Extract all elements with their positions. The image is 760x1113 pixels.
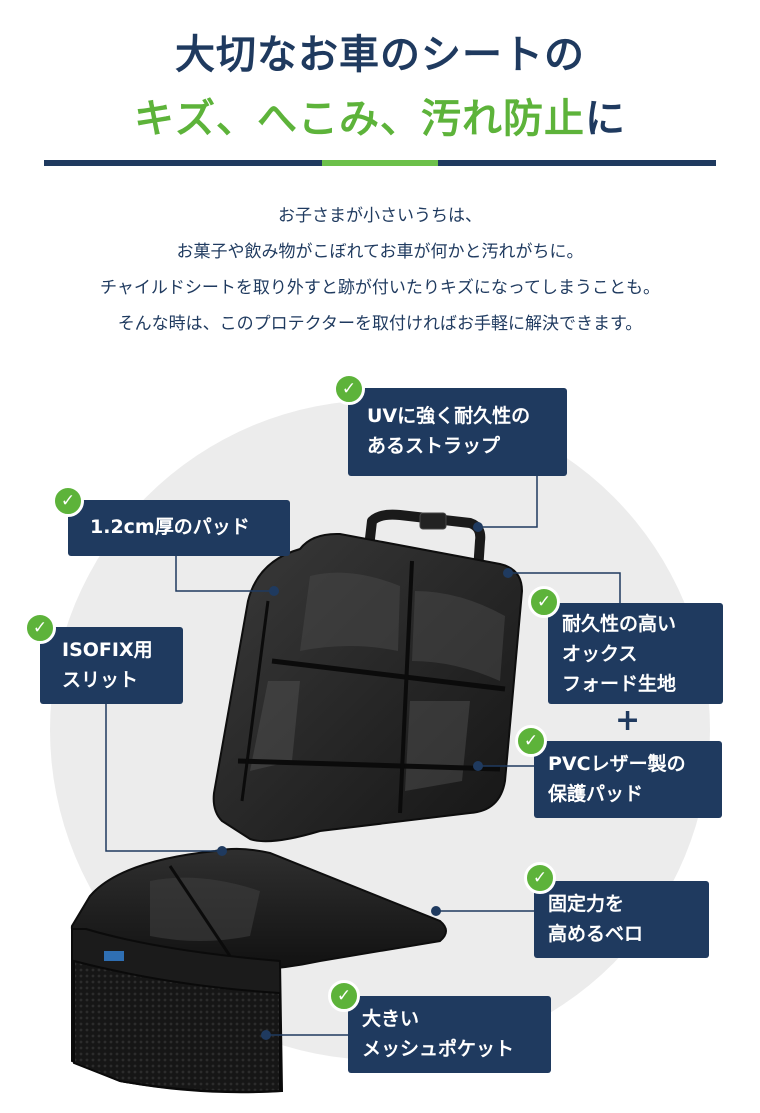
callout-isofix: ISOFIX用 スリット: [40, 627, 183, 704]
pointer-dot: [261, 1030, 271, 1040]
callout-pad: 1.2cm厚のパッド: [68, 500, 290, 556]
callout-fabric-line2: オックス: [562, 643, 638, 665]
backrest-seam: [398, 560, 414, 814]
divider-left: [44, 160, 322, 166]
plus-sign: +: [615, 703, 641, 738]
seat-panel: [150, 877, 260, 941]
intro-line: お子さまが小さいうちは、: [278, 206, 482, 226]
callout-strap-line2: あるストラップ: [367, 435, 501, 457]
callout-isofix-line2: スリット: [62, 669, 139, 691]
callout-isofix-line1: ISOFIX用: [62, 639, 153, 661]
strap-buckle: [419, 512, 447, 530]
callout-fabric-line3: フォード生地: [562, 673, 677, 695]
backrest-panel: [250, 681, 300, 771]
intro-line: お菓子や飲み物がこぼれてお車が何かと汚れがちに。: [176, 242, 584, 262]
callout-pocket-line2: メッシュポケット: [362, 1038, 515, 1060]
check-icon: ✓: [524, 862, 556, 894]
headline-line-2: キズ、へこみ、汚れ防止に: [0, 86, 760, 144]
intro-text: お子さまが小さいうちは、 お菓子や飲み物がこぼれてお車が何かと汚れがちに。 チャ…: [0, 198, 760, 342]
pointer-dot: [473, 522, 483, 532]
callout-pvc-line1: PVCレザー製の: [548, 753, 686, 775]
check-icon: ✓: [52, 485, 84, 517]
callout-pad-line1: 1.2cm厚のパッド: [90, 516, 250, 538]
pointer-dot: [503, 568, 513, 578]
headline-line-1: 大切なお車のシートの: [175, 32, 585, 78]
check-icon: ✓: [328, 980, 360, 1012]
backrest-seam: [271, 658, 506, 692]
mesh-pocket: [73, 959, 281, 1093]
divider-right: [438, 160, 716, 166]
callout-pvc-line2: 保護パッド: [548, 783, 644, 805]
seat-seam: [168, 865, 232, 957]
callout-velcro-line1: 固定力を: [548, 893, 625, 915]
check-icon: ✓: [528, 586, 560, 618]
callout-velcro: 固定力を 高めるベロ: [534, 881, 709, 958]
divider-accent: [322, 160, 438, 166]
pointer-dot: [431, 906, 441, 916]
callout-strap: UVに強く耐久性の あるストラップ: [348, 388, 567, 476]
callout-pocket-line1: 大きい: [362, 1008, 420, 1030]
brand-tag: [104, 951, 124, 961]
backrest-seam: [240, 600, 270, 802]
callout-pocket: 大きい メッシュポケット: [348, 996, 551, 1073]
headline-suffix: に: [585, 96, 626, 142]
headline-highlight: キズ、へこみ、汚れ防止: [134, 96, 585, 142]
callout-pvc: PVCレザー製の 保護パッド: [534, 741, 722, 818]
backrest-seam: [237, 758, 501, 772]
callout-fabric-line1: 耐久性の高い: [562, 613, 677, 635]
pointer-dot: [217, 846, 227, 856]
intro-line: チャイルドシートを取り外すと跡が付いたりキズになってしまうことも。: [100, 278, 660, 298]
check-icon: ✓: [515, 725, 547, 757]
pointer-dot: [473, 761, 483, 771]
pointer-dot: [269, 586, 279, 596]
callout-strap-line1: UVに強く耐久性の: [367, 405, 531, 427]
backrest-panel: [300, 572, 400, 651]
callout-velcro-line2: 高めるベロ: [548, 923, 644, 945]
check-icon: ✓: [333, 373, 365, 405]
callout-fabric: 耐久性の高い オックス フォード生地: [548, 603, 723, 704]
backrest-panel: [412, 591, 505, 681]
seat-protector-image: [70, 509, 524, 1094]
intro-line: そんな時は、このプロテクターを取付ければお手軽に解決できます。: [117, 314, 643, 334]
check-icon: ✓: [24, 612, 56, 644]
